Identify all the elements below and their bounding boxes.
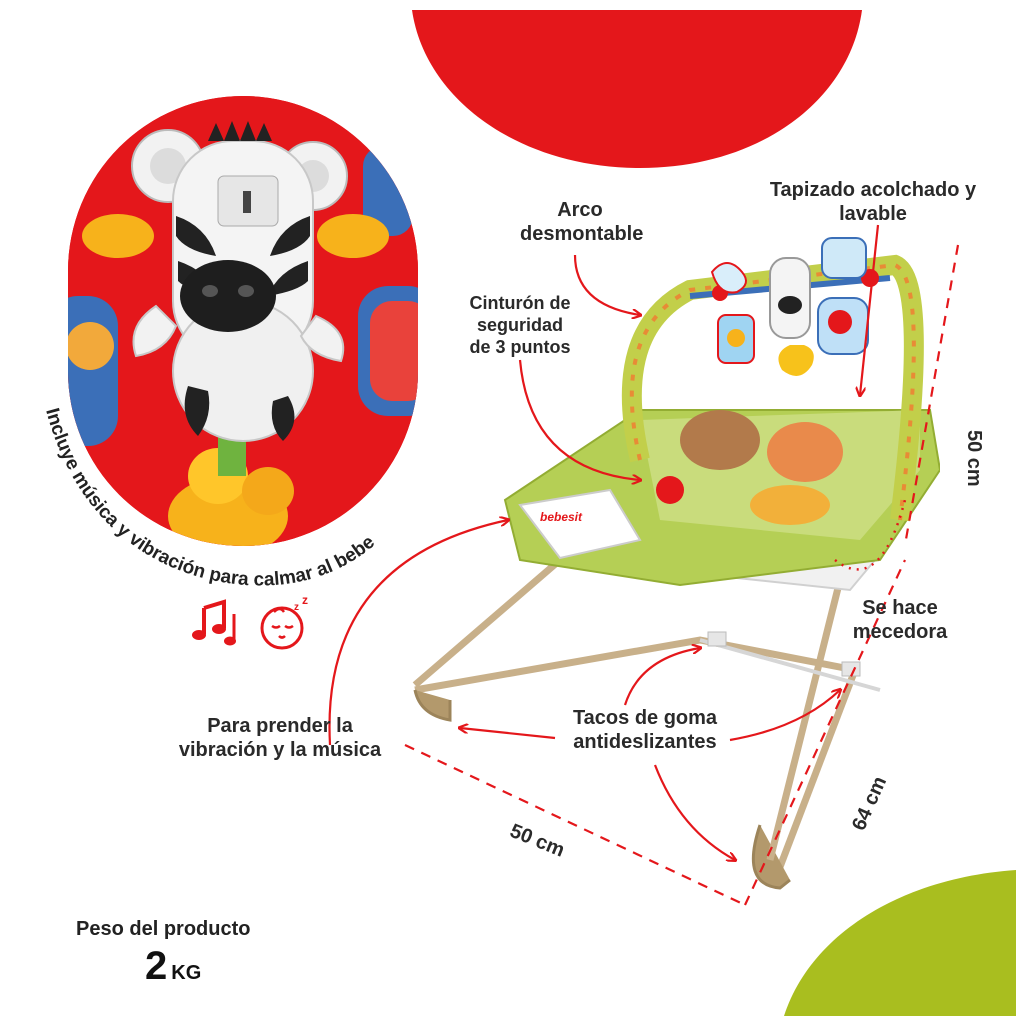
feature-icons: z z [190, 592, 320, 656]
svg-text:z: z [294, 602, 299, 613]
svg-text:Incluye música y vibración par: Incluye música y vibración para calmar a… [41, 406, 379, 591]
label-mecedora: Se hace mecedora [852, 597, 948, 643]
svg-text:z: z [302, 593, 308, 607]
label-tapizado: Tapizado acolchado y lavable [769, 179, 977, 225]
weight-label: Peso del producto [76, 918, 251, 940]
zebra-toy-illustration [68, 96, 418, 546]
feature-text: Incluye música y vibración para calmar a… [41, 406, 379, 591]
zebra-toy-photo [68, 96, 418, 546]
label-cinturon: Cinturón de seguridad de 3 puntos [469, 293, 571, 357]
label-tacos: Tacos de goma antideslizantes [572, 707, 718, 753]
music-note-icon [192, 599, 236, 646]
bouncer-product-image [412, 237, 940, 890]
sleeping-baby-icon: z z [260, 593, 308, 650]
label-prender: Para prender la vibración y la música [178, 715, 382, 761]
dimension-height: 50 cm [963, 430, 985, 487]
weight-unit: KG [171, 962, 202, 984]
label-arco: Arco desmontable [520, 199, 644, 245]
feature-text-curved: Incluye música y vibración para calmar a… [41, 406, 379, 591]
brand-logo: bebesit [540, 510, 583, 524]
weight-number: 2 [145, 944, 168, 988]
